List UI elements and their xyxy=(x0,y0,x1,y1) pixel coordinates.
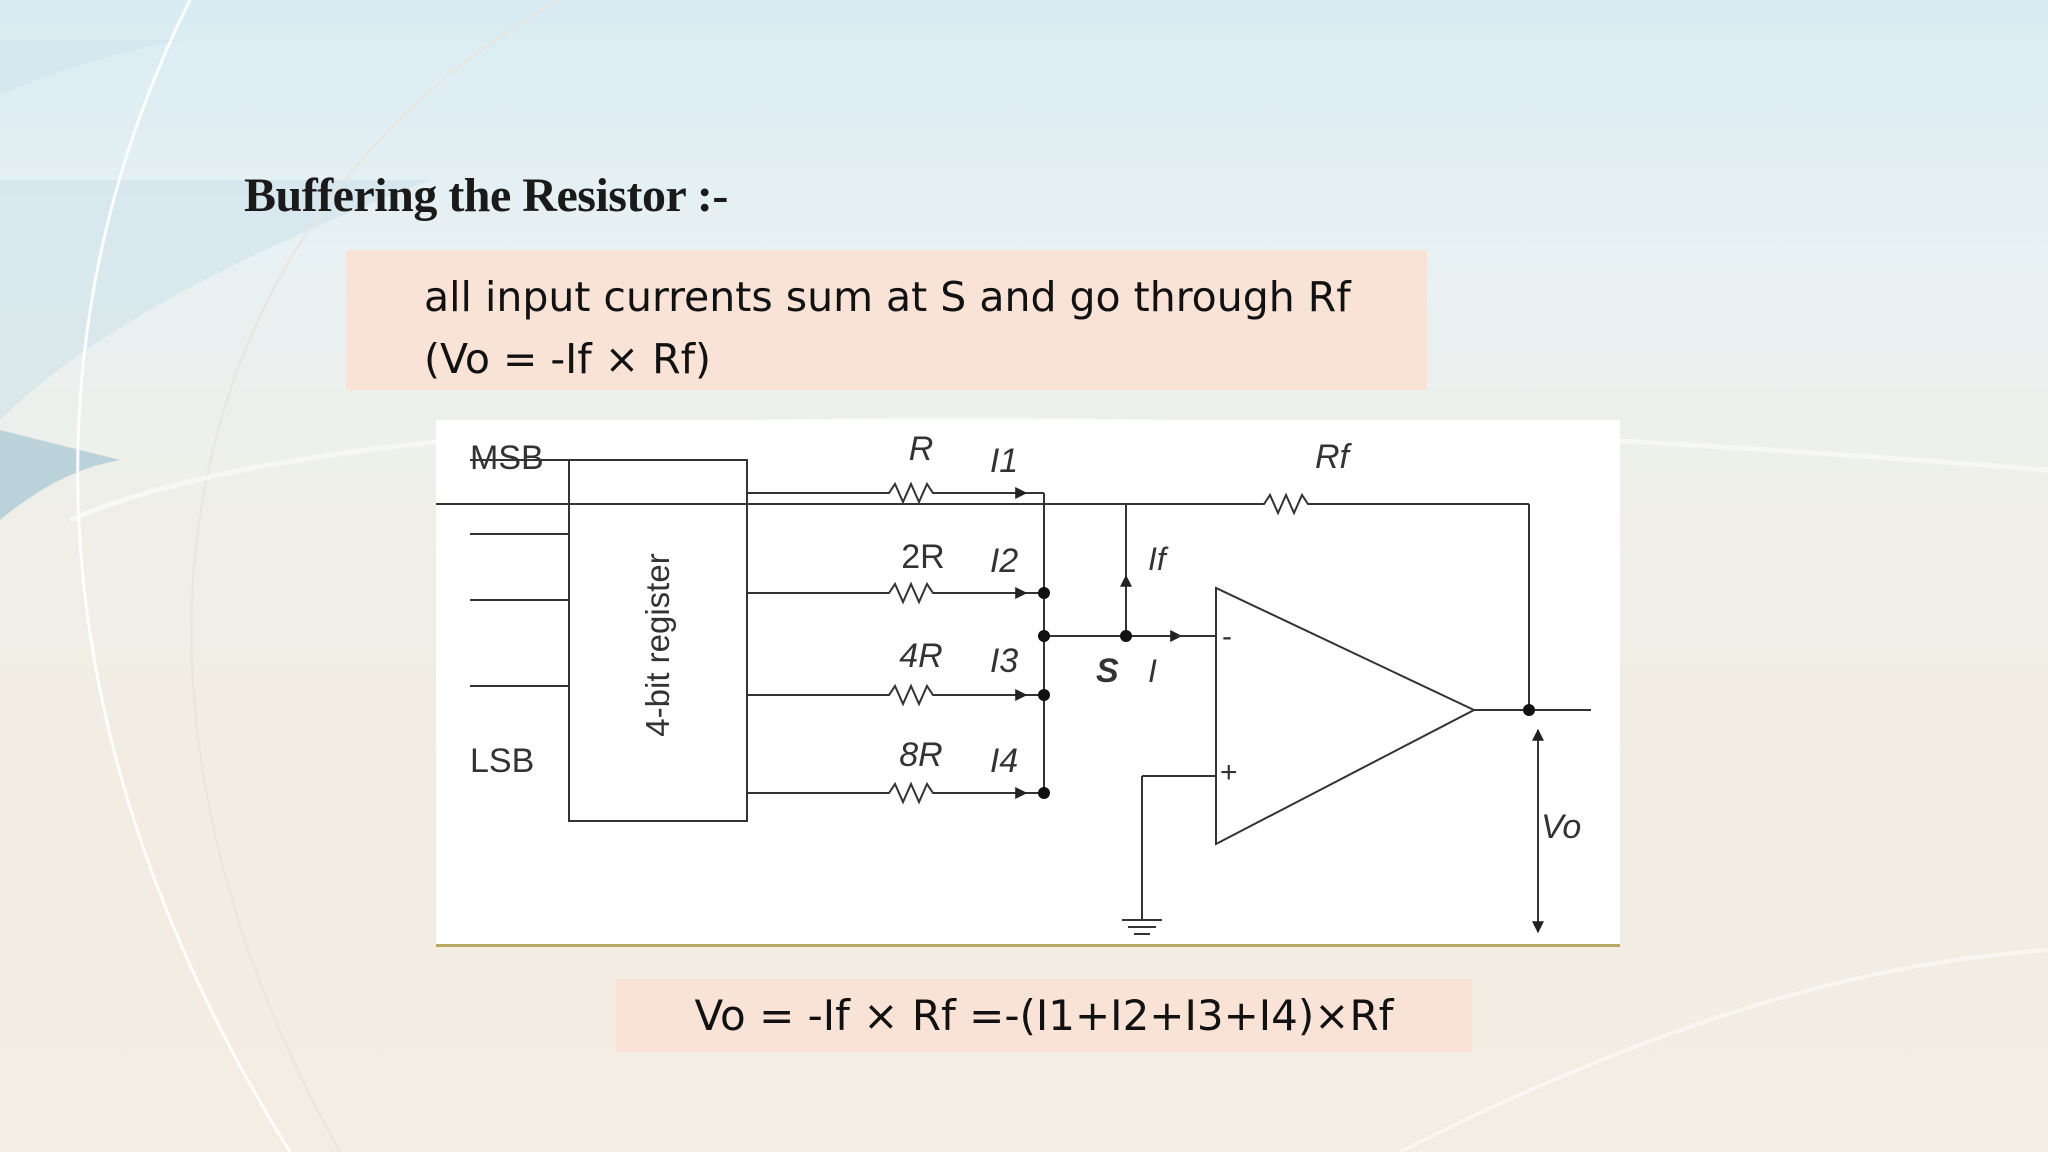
inverting-input-label: - xyxy=(1222,620,1232,653)
vo-label: Vo xyxy=(1541,808,1581,846)
register-box xyxy=(568,459,748,822)
if-label: If xyxy=(1148,541,1169,577)
intro-line-1: all input currents sum at S and go throu… xyxy=(424,273,1351,321)
equation-text: Vo = -If × Rf =-(I1+I2+I3+I4)×Rf xyxy=(694,991,1394,1040)
resistor-rf xyxy=(1256,492,1529,516)
resistor-r xyxy=(881,481,958,505)
register-label: 4-bit register xyxy=(639,553,676,736)
resistor-2r xyxy=(881,581,958,605)
equation-callout: Vo = -If × Rf =-(I1+I2+I3+I4)×Rf xyxy=(616,979,1472,1052)
current-label-i1: I1 xyxy=(990,442,1018,480)
circuit-svg: MSB LSB 4-bit register R 2R 4R 8R I1 I2 … xyxy=(436,430,1591,935)
op-amp xyxy=(1215,586,1477,846)
intro-line-2: (Vo = -If × Rf) xyxy=(424,335,712,383)
resistor-4r xyxy=(881,683,958,707)
lsb-label: LSB xyxy=(470,742,534,780)
resistor-label-r: R xyxy=(909,430,934,468)
resistor-label-4r: 4R xyxy=(899,637,942,675)
resistor-label-2r: 2R xyxy=(901,538,944,576)
dac-circuit-diagram: MSB LSB 4-bit register R 2R 4R 8R I1 I2 … xyxy=(436,420,1620,947)
current-label-i4: I4 xyxy=(990,742,1018,780)
slide-title: Buffering the Resistor :- xyxy=(244,169,728,222)
rf-label: Rf xyxy=(1315,438,1353,476)
current-label-i2: I2 xyxy=(990,542,1018,580)
resistor-label-8r: 8R xyxy=(899,736,942,774)
noninverting-input-label: + xyxy=(1220,756,1238,789)
msb-label: MSB xyxy=(470,439,544,477)
resistor-8r xyxy=(881,781,958,805)
intro-callout: all input currents sum at S and go throu… xyxy=(346,250,1427,390)
current-label-i3: I3 xyxy=(990,642,1018,680)
node-current-label: I xyxy=(1148,653,1157,689)
node-s-label: S xyxy=(1096,652,1119,690)
